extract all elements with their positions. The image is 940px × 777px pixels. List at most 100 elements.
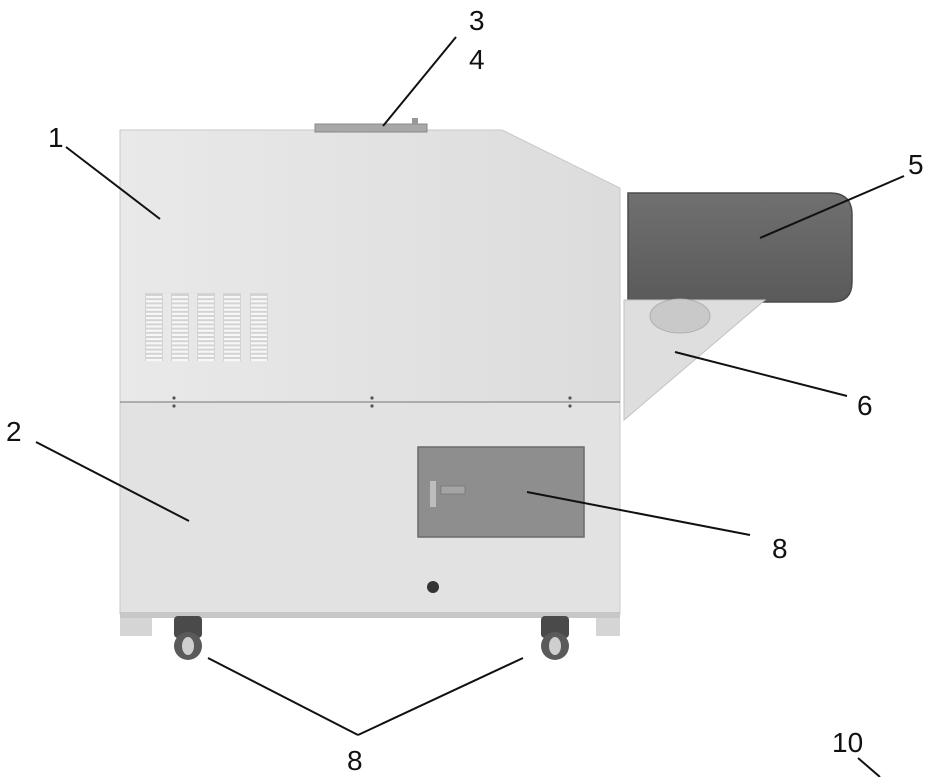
vent-slot [224, 296, 240, 299]
vent-slot [224, 354, 240, 357]
right-caster [541, 616, 569, 660]
vent-slot [251, 329, 267, 332]
vent-slot [172, 300, 188, 303]
leader-lines [35, 36, 905, 777]
vent-slot [146, 304, 162, 307]
upper-housing [119, 129, 621, 403]
callout-5: 5 [908, 149, 924, 180]
vent-slot [172, 333, 188, 336]
vent-slot [146, 308, 162, 311]
vent-slot [146, 350, 162, 353]
callout-8b: 8 [347, 745, 363, 776]
vent-slot [224, 350, 240, 353]
vent-slot [146, 333, 162, 336]
callout-4: 4 [469, 44, 485, 75]
vent-slot [251, 304, 267, 307]
vent-slot [198, 333, 214, 336]
vent-slot [172, 346, 188, 349]
base-plinth [120, 612, 620, 618]
vent-slot [251, 317, 267, 320]
vent-slot [198, 354, 214, 357]
vent-slot [146, 296, 162, 299]
vent-slot [172, 312, 188, 315]
vent-slot [224, 333, 240, 336]
vent-slot [251, 296, 267, 299]
vent-slot [251, 333, 267, 336]
lid-strip [314, 123, 428, 133]
vent-slot [146, 317, 162, 320]
tube-fitting [649, 298, 711, 334]
vent-slot [198, 312, 214, 315]
support-bracket [623, 299, 767, 422]
vent-slot [224, 325, 240, 328]
vent-slot [172, 350, 188, 353]
leader-3-4 [382, 36, 457, 127]
callout-8a: 8 [772, 533, 788, 564]
panel-label-plate [440, 485, 466, 495]
leader-8b-right [357, 657, 524, 736]
callout-1: 1 [48, 122, 64, 153]
vent-slot [198, 321, 214, 324]
vent-slot [198, 338, 214, 341]
laser-tube-housing [627, 192, 853, 303]
vent-slot [146, 354, 162, 357]
vent-slot [198, 350, 214, 353]
vent-slot [198, 325, 214, 328]
vent-slot [198, 317, 214, 320]
lid-knob [412, 118, 418, 125]
vent-slot [146, 346, 162, 349]
vent-slot [224, 321, 240, 324]
vent-slot [198, 308, 214, 311]
vent-slot [146, 329, 162, 332]
panel-latch [430, 481, 436, 507]
cable-port [427, 581, 439, 593]
vent-slot [172, 359, 188, 362]
vent-slot [251, 321, 267, 324]
vent-slot [146, 342, 162, 345]
left-caster [174, 616, 202, 660]
vent-slot [146, 300, 162, 303]
vent-slot [198, 304, 214, 307]
vent-slot [172, 338, 188, 341]
leader-10 [857, 757, 881, 777]
vent-grille [145, 293, 268, 362]
vent-slot [198, 329, 214, 332]
vent-slot [251, 338, 267, 341]
vent-slot [146, 338, 162, 341]
leader-8a [526, 491, 751, 536]
vent-slot [198, 359, 214, 362]
leader-2 [35, 441, 190, 522]
vent-slot [224, 317, 240, 320]
vent-slot [251, 346, 267, 349]
callout-3: 3 [469, 5, 485, 36]
vent-slot [198, 342, 214, 345]
vent-slot [224, 338, 240, 341]
leader-8b-left [207, 657, 359, 736]
vent-slot [172, 329, 188, 332]
vent-slot [198, 300, 214, 303]
vent-slot [146, 321, 162, 324]
callout-10: 10 [832, 727, 863, 758]
vent-slot [198, 296, 214, 299]
vent-slot [251, 354, 267, 357]
vent-slot [224, 300, 240, 303]
vent-slot [146, 359, 162, 362]
vent-slot [146, 312, 162, 315]
vent-slot [224, 342, 240, 345]
callout-2: 2 [6, 416, 22, 447]
vent-slot [251, 300, 267, 303]
vent-slot [224, 308, 240, 311]
vent-slot [224, 359, 240, 362]
vent-slot [224, 346, 240, 349]
vent-slot [172, 317, 188, 320]
vent-slot [172, 296, 188, 299]
vent-slot [172, 304, 188, 307]
vent-slot [251, 350, 267, 353]
vent-slot [224, 329, 240, 332]
seam-screws [172, 396, 572, 408]
vent-slot [251, 312, 267, 315]
leader-1 [65, 146, 161, 220]
vent-slot [198, 346, 214, 349]
